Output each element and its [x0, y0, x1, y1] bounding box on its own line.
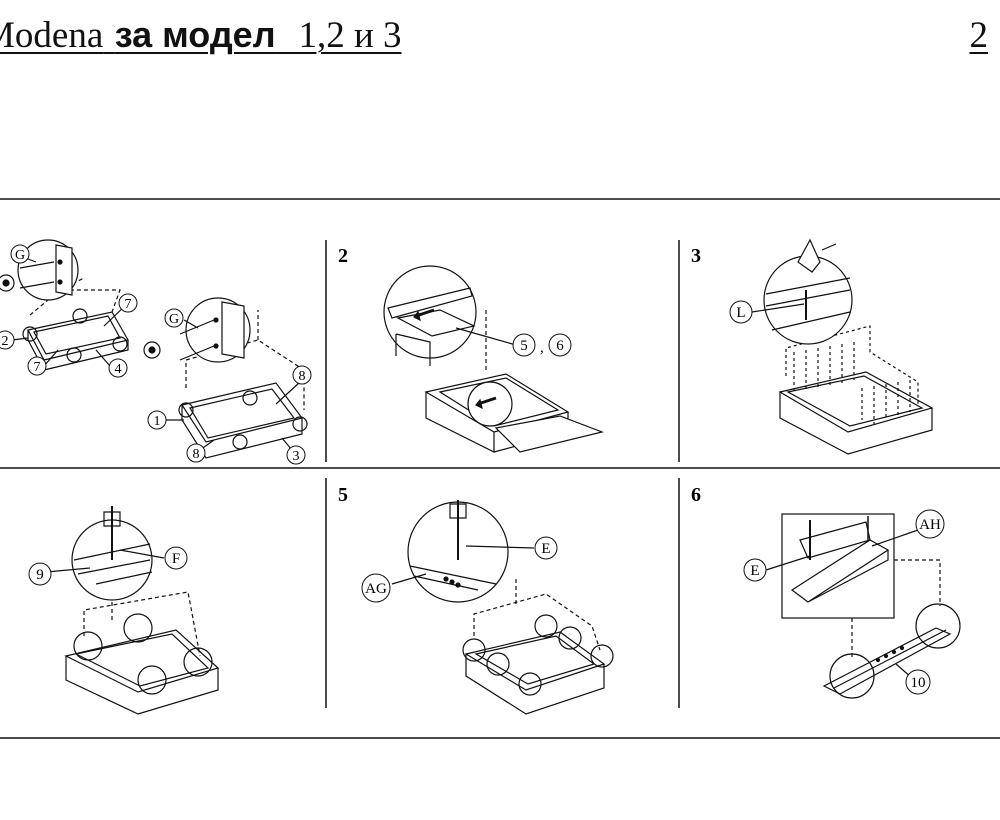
model-numbers: 1,2 и 3: [298, 15, 402, 56]
callout-label: 4: [115, 362, 122, 377]
step-4-callouts: F 9: [28, 546, 188, 586]
callout-label: E: [541, 541, 550, 557]
step-3-callouts: L: [729, 300, 753, 324]
callout-label: 6: [556, 338, 564, 354]
step-2-panel: [383, 265, 605, 453]
callout-label: 7: [125, 297, 132, 312]
step-number: 6: [691, 484, 701, 506]
brand-name: Modena: [0, 15, 104, 56]
callout-label: 8: [193, 447, 200, 462]
step-3-panel: [751, 238, 934, 455]
step-6-callouts: AH E 10: [743, 509, 945, 695]
callout-label: 3: [293, 449, 300, 464]
callout-label: 9: [36, 567, 44, 583]
step-2-callouts: 5 , 6: [512, 333, 572, 357]
step-1-panel: [0, 239, 308, 459]
callout-label: G: [15, 248, 25, 263]
callout-label: E: [750, 563, 759, 579]
callout-label: L: [736, 305, 745, 321]
callout-label: 8: [299, 369, 306, 384]
step-5-panel: [391, 500, 614, 715]
callout-label: 1: [154, 414, 161, 429]
step-number: 3: [691, 245, 701, 267]
page-number: 2: [969, 15, 989, 56]
document-title: Modena за модел 1,2 и 3: [0, 14, 402, 57]
callout-label: AG: [365, 581, 387, 597]
step-1-callouts: G 2 7 7 4 G 1 8 8 3: [0, 244, 312, 465]
callout-label: 10: [911, 675, 926, 691]
svg-text:,: ,: [540, 340, 544, 356]
step-number: 2: [338, 245, 348, 267]
title-cyrillic: за модел: [114, 14, 276, 55]
callout-label: 2: [2, 334, 9, 349]
step-4-panel: [45, 506, 220, 715]
step-number: 5: [338, 484, 348, 506]
callout-label: G: [169, 312, 179, 327]
callout-label: 5: [520, 338, 528, 354]
callout-label: 7: [34, 360, 41, 375]
step-5-callouts: E AG: [361, 536, 558, 603]
callout-label: AH: [919, 517, 941, 533]
step-6-panel: [765, 513, 961, 699]
callout-label: F: [172, 551, 180, 567]
